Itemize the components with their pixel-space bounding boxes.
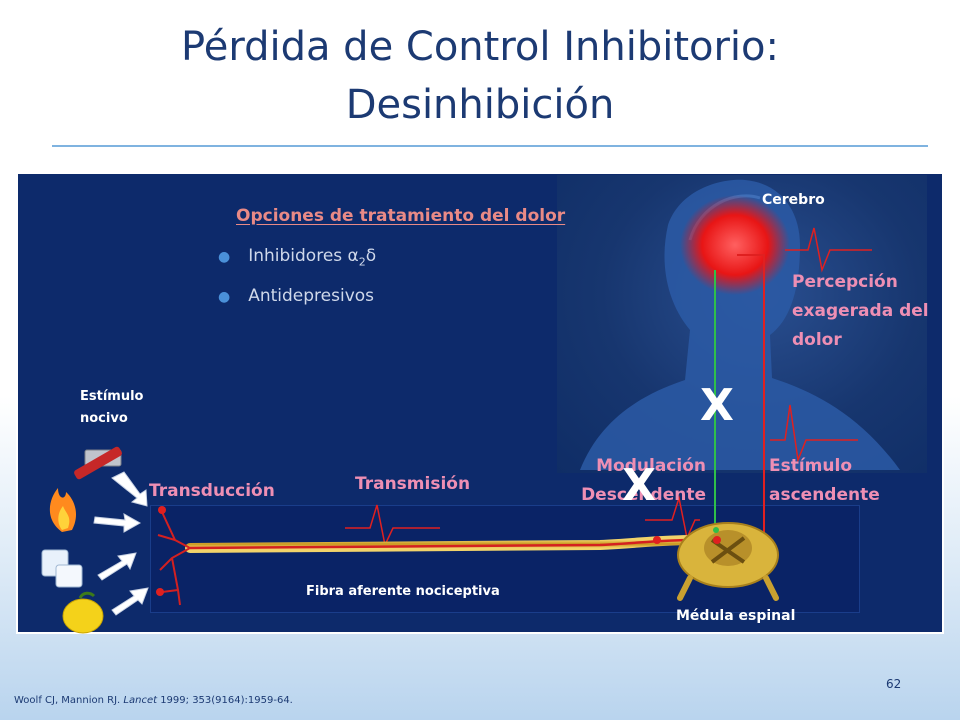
stimulus-arrows: [93, 471, 149, 616]
hammer-icon: [74, 446, 122, 480]
brain-glow: [680, 195, 790, 295]
label-transmision: Transmisión: [355, 474, 471, 494]
label-transduccion: Transducción: [149, 481, 275, 501]
bullet-icon: ●: [218, 289, 231, 305]
label-estimulo-ascendente: Estímulo ascendente: [769, 456, 880, 505]
citation: Woolf CJ, Mannion RJ. Lancet 1999; 353(9…: [14, 695, 293, 706]
title-rule: [52, 145, 928, 147]
lemon-icon: [62, 591, 104, 634]
treatment-item-2: ●Antidepresivos: [218, 286, 375, 306]
waveform-transmision: [345, 504, 440, 548]
label-medula: Médula espinal: [676, 608, 796, 624]
fire-icon: [49, 488, 77, 532]
ice-icon: [41, 549, 83, 588]
label-modulacion: Modulación Descendente: [581, 456, 706, 505]
waveform-percepcion: [785, 227, 872, 273]
label-fibra: Fibra aferente nociceptiva: [306, 584, 500, 599]
ending-dot-top: [158, 506, 166, 514]
title-line-2: Desinhibición: [345, 82, 615, 128]
slide-title: Pérdida de Control Inhibitorio: Desinhib…: [0, 18, 960, 134]
bullet-icon: ●: [218, 249, 231, 265]
nerve-endings: [157, 511, 191, 606]
label-cerebro: Cerebro: [762, 192, 825, 208]
spinal-cord: [677, 522, 779, 601]
waveform-modulacion: [645, 495, 700, 541]
treatment-item-1: ●Inhibidores α2δ: [218, 246, 377, 269]
label-percepcion: Percepción exagerada del dolor: [792, 272, 929, 350]
ending-dot-mid: [156, 588, 164, 596]
page-number: 62: [886, 677, 902, 691]
treatment-heading: Opciones de tratamiento del dolor: [236, 206, 566, 226]
synapse-dot-1: [653, 536, 661, 544]
label-estimulo-nocivo: Estímulo nocivo: [80, 389, 144, 426]
title-line-1: Pérdida de Control Inhibitorio:: [181, 24, 779, 70]
treatment-list: ●Inhibidores α2δ ●Antidepresivos: [218, 242, 376, 322]
waveform-ascendente: [770, 404, 858, 463]
x-mark-modulation: X: [622, 460, 656, 511]
x-mark-descending: X: [700, 380, 734, 431]
